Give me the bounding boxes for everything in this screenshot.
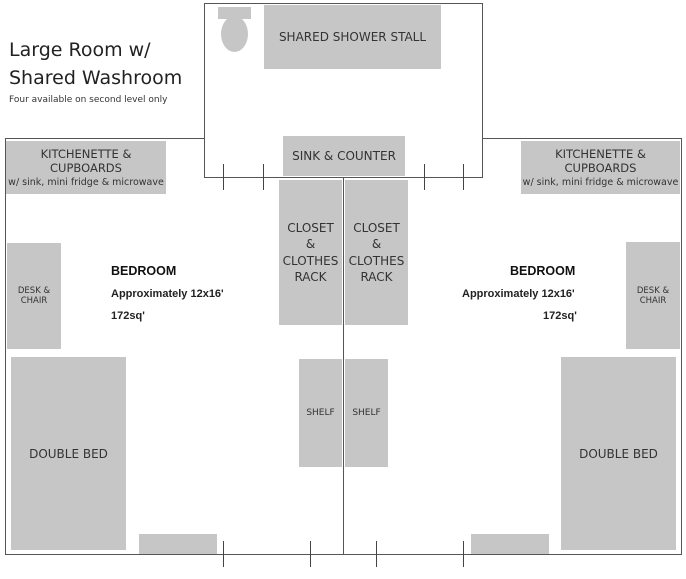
right-desk-chair: DESK & CHAIR [626,242,680,349]
right-kitchenette-title: KITCHENETTE & CUPBOARDS [555,147,646,175]
left-bedroom-area: 172sq' [111,310,145,322]
door-mark [263,164,264,190]
door-mark [463,541,464,567]
washroom-left-wall [204,3,205,178]
left-shelf: SHELF [299,359,342,467]
left-bedside-table [139,534,217,554]
toilet-bowl-icon [221,16,248,52]
door-mark [424,164,425,190]
sink-counter: SINK & COUNTER [283,136,405,176]
door-mark [310,541,311,567]
washroom-right-wall [482,3,483,178]
door-mark [376,541,377,567]
right-bedroom-size: Approximately 12x16' [462,288,575,300]
left-closet: CLOSET & CLOTHES RACK [279,180,342,325]
plan-title-line1: Large Room w/ [9,39,151,61]
left-desk-chair: DESK & CHAIR [7,243,61,349]
left-closet-line: RACK [294,270,327,284]
right-desk-label-2: CHAIR [639,295,667,306]
right-room-top-wall [482,138,682,139]
right-bedroom-area: 172sq' [543,310,577,322]
right-bedroom-label: BEDROOM [510,264,576,278]
right-closet-line: & [371,237,382,251]
right-closet-line: CLOSET [353,220,400,235]
right-double-bed: DOUBLE BED [561,357,676,550]
left-closet-line: CLOSET [287,220,334,235]
left-double-bed: DOUBLE BED [11,357,126,550]
plan-subtitle: Four available on second level only [9,95,168,105]
right-shelf: SHELF [345,359,388,467]
door-mark [223,541,224,567]
center-dividing-wall [343,177,344,555]
shared-shower-stall: SHARED SHOWER STALL [264,5,441,69]
left-kitchenette: KITCHENETTE & CUPBOARDS w/ sink, mini fr… [6,141,166,194]
left-room-outer-wall [5,138,6,555]
left-kitchenette-detail: w/ sink, mini fridge & microwave [8,177,164,188]
right-bedside-table [471,534,549,554]
right-desk-label-1: DESK & [636,285,670,296]
left-closet-line: CLOTHES [282,253,339,268]
right-kitchenette-detail: w/ sink, mini fridge & microwave [522,177,679,188]
left-desk-label-1: DESK & [17,286,51,296]
right-room-outer-wall [681,138,682,555]
left-bedroom-size: Approximately 12x16' [111,288,224,300]
washroom-top-wall [204,3,483,4]
left-room-top-wall [5,138,205,139]
left-desk-label-2: CHAIR [20,296,48,306]
left-bedroom-label: BEDROOM [111,264,177,278]
right-closet: CLOSET & CLOTHES RACK [345,180,408,325]
right-closet-line: RACK [360,270,393,284]
toilet-tank [218,7,251,19]
left-closet-line: & [305,237,316,251]
door-mark [463,164,464,190]
right-closet-line: CLOTHES [348,253,405,268]
plan-title-line2: Shared Washroom [9,67,183,89]
plan-title: Large Room w/ Shared Washroom [9,36,182,92]
door-mark [223,164,224,190]
left-kitchenette-title: KITCHENETTE & CUPBOARDS [40,147,132,175]
right-kitchenette: KITCHENETTE & CUPBOARDS w/ sink, mini fr… [521,141,680,194]
